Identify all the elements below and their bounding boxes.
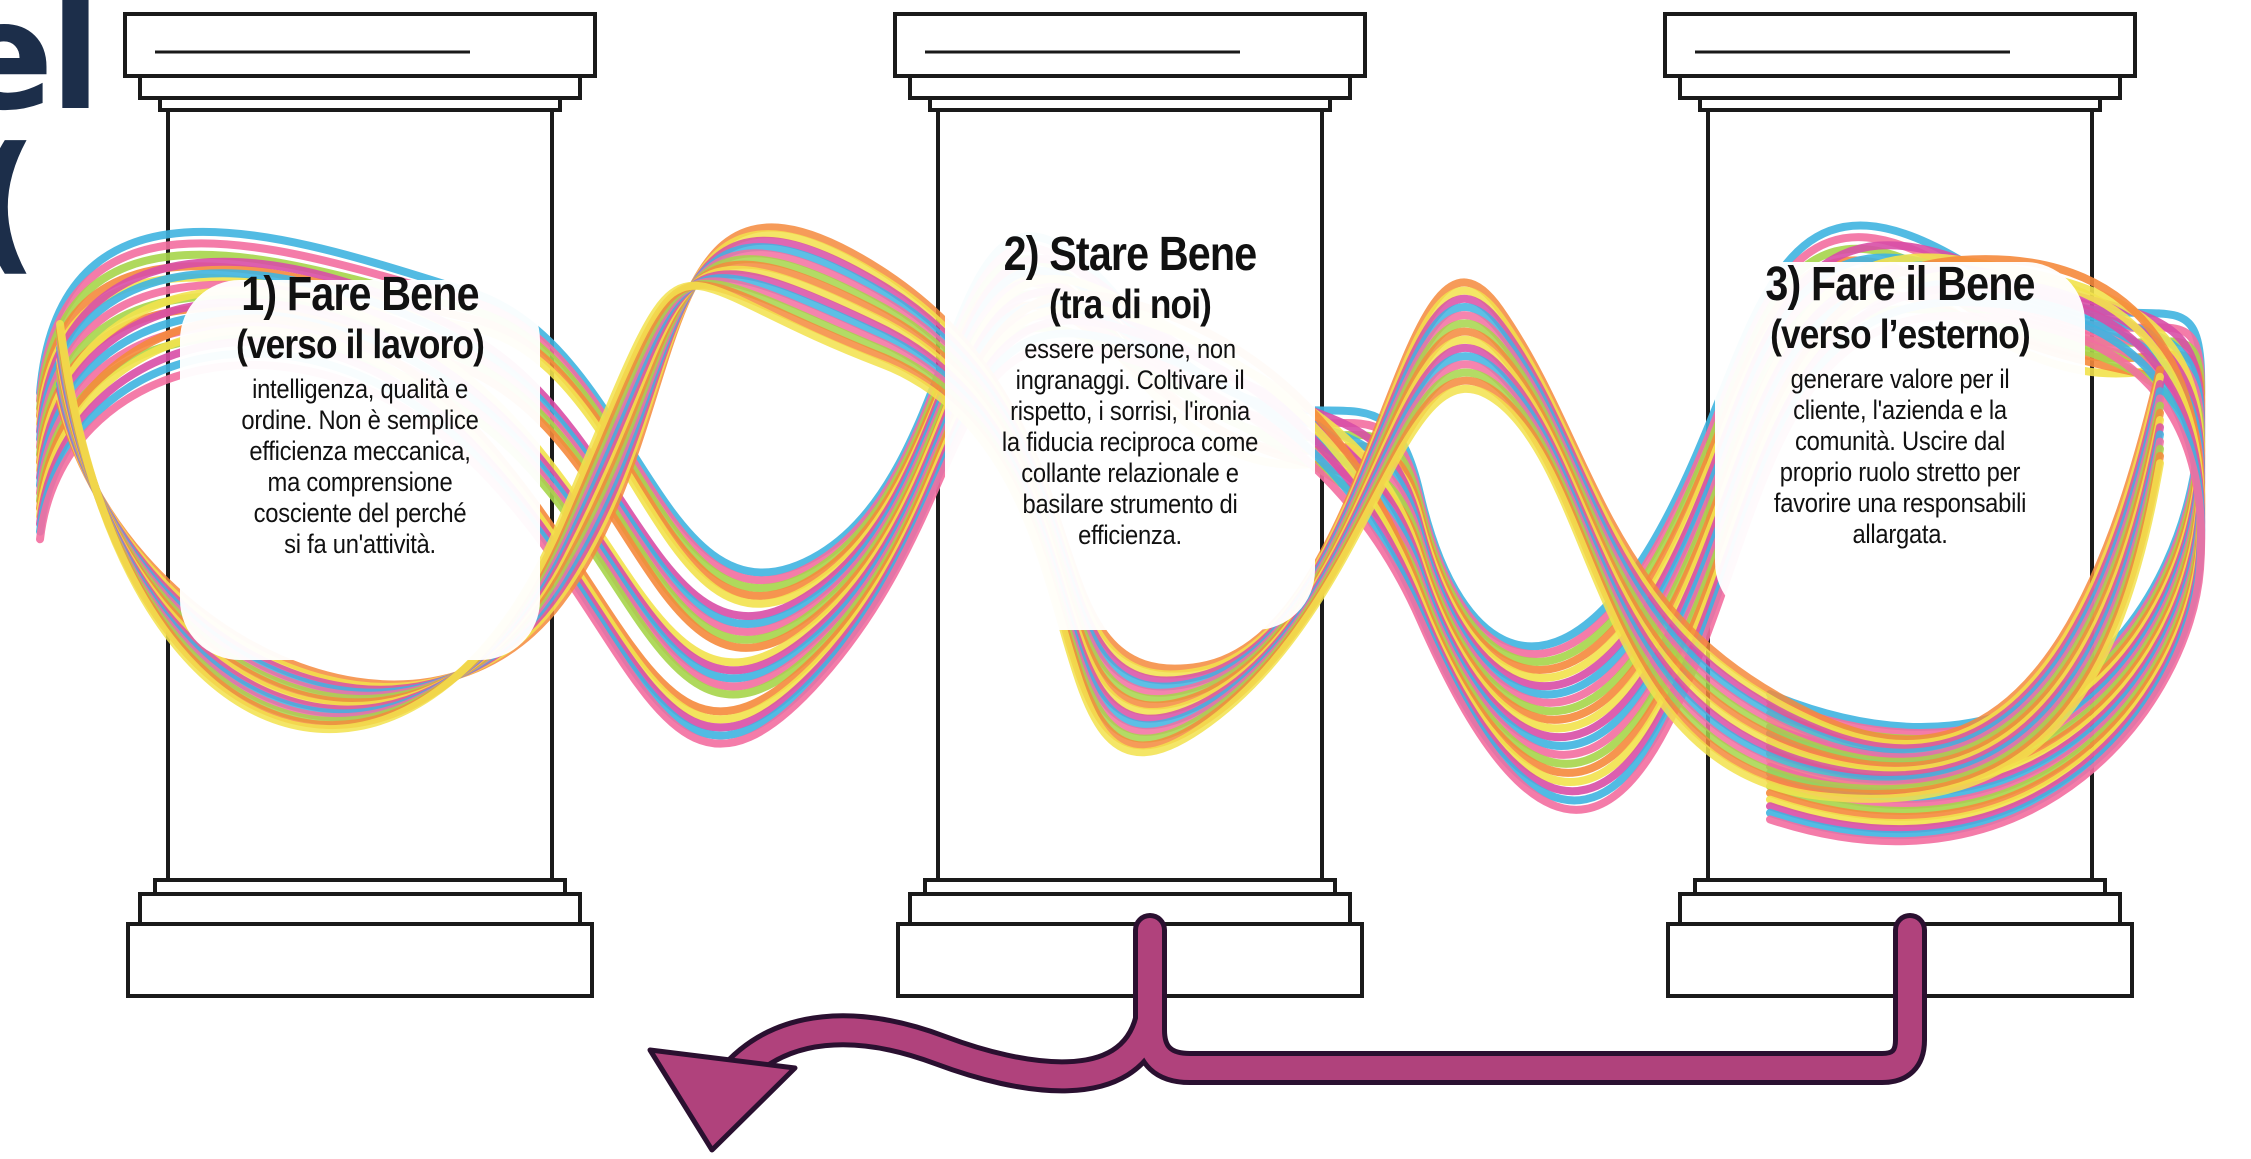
pillar-3-description: generare valore per il cliente, l'aziend… xyxy=(1715,364,2085,550)
pillar-capital-top xyxy=(1665,14,2135,76)
pillar-1-description: intelligenza, qualità e ordine. Non è se… xyxy=(175,374,545,560)
pillar-base-neck xyxy=(1695,880,2105,894)
pillar-base-band xyxy=(910,894,1350,924)
pillar-capital-band xyxy=(140,76,580,98)
pillar-capital-band xyxy=(910,76,1350,98)
pillar-capital-band xyxy=(1680,76,2120,98)
pillar-2-text: 2) Stare Bene (tra di noi) essere person… xyxy=(920,230,1340,551)
pillar-plinth xyxy=(128,924,592,996)
pillar-plinth xyxy=(898,924,1362,996)
pillar-capital-top xyxy=(125,14,595,76)
pillar-1-title: 1) Fare Bene xyxy=(179,270,540,320)
pillar-2-description: essere persone, non ingranaggi. Coltivar… xyxy=(945,334,1315,551)
pillar-1-subtitle: (verso il lavoro) xyxy=(179,320,540,368)
pillar-2-subtitle: (tra di noi) xyxy=(949,280,1310,328)
pillar-1-text: 1) Fare Bene (verso il lavoro) intellige… xyxy=(150,270,570,560)
pillar-3-title: 3) Fare il Bene xyxy=(1719,260,2080,310)
pillar-base-neck xyxy=(925,880,1335,894)
pillar-3-subtitle: (verso l’esterno) xyxy=(1719,310,2080,358)
pillar-capital-top xyxy=(895,14,1365,76)
curved-down-left-arrow-icon xyxy=(650,1050,795,1150)
pillar-3-text: 3) Fare il Bene (verso l’esterno) genera… xyxy=(1690,260,2110,550)
pillar-base-neck xyxy=(155,880,565,894)
pillar-base-band xyxy=(140,894,580,924)
pillar-2-title: 2) Stare Bene xyxy=(949,230,1310,280)
